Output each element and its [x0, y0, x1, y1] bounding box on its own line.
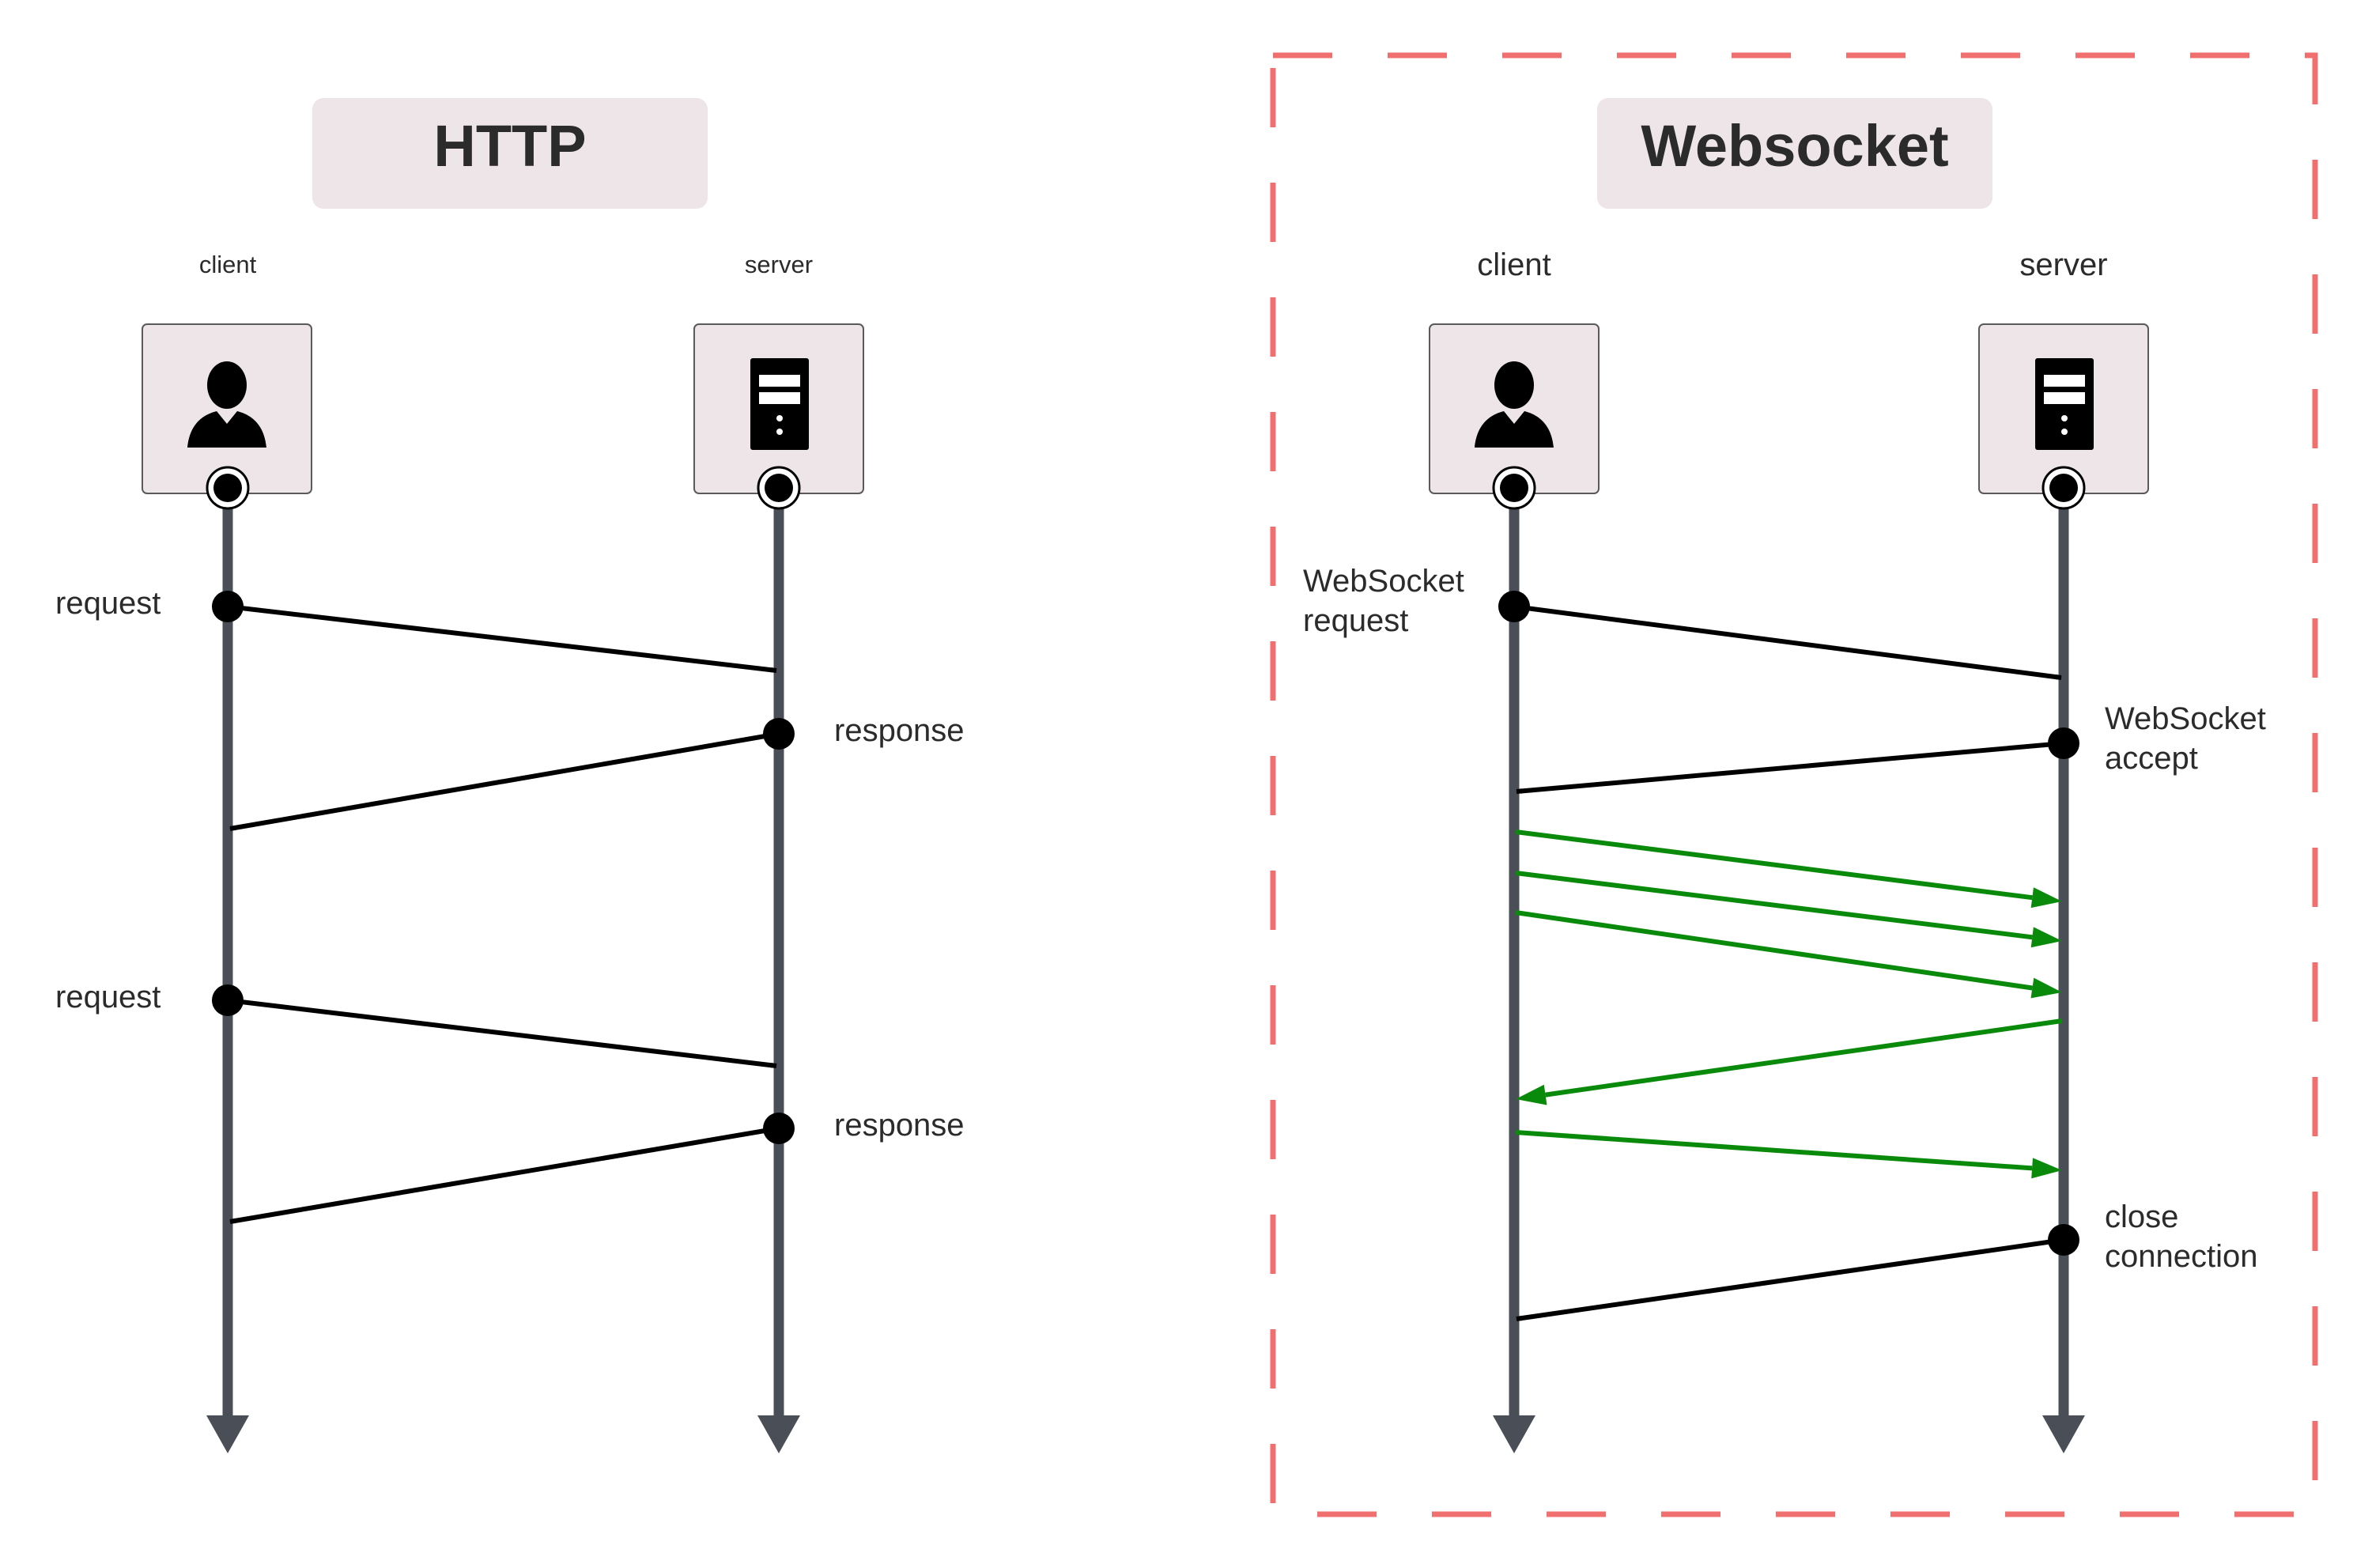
http-response-2-arrow: [229, 1113, 795, 1224]
ws-data-arrow-1: [1515, 829, 2062, 909]
ws-server-lifeline: [2042, 466, 2086, 1453]
server-icon: [2035, 358, 2094, 450]
http-request-1-arrow: [212, 591, 777, 673]
http-title: HTTP: [433, 113, 586, 179]
http-client-actor: [142, 323, 312, 494]
ws-accept-arrow: [1516, 727, 2079, 794]
ws-data-exchange: [1515, 829, 2063, 1179]
ws-close-label: close connection: [2105, 1200, 2257, 1274]
ws-data-arrow-4: [1516, 1018, 2063, 1105]
http-client-label: client: [199, 251, 257, 278]
ws-request-label-line-2: request: [1303, 603, 1408, 638]
http-title-box: [312, 98, 708, 209]
http-request-1-label: request: [55, 586, 161, 621]
ws-client-actor: [1429, 323, 1600, 494]
http-server-lifeline: [757, 466, 801, 1453]
http-request-2-arrow: [212, 984, 777, 1068]
ws-data-arrow-3: [1515, 910, 2062, 999]
http-server-label: server: [745, 251, 813, 278]
ws-client-label: client: [1477, 247, 1550, 282]
ws-server-label: server: [2019, 247, 2107, 282]
http-request-2-label: request: [55, 980, 161, 1014]
ws-request-label-line-1: WebSocket: [1303, 564, 1464, 599]
ws-close-label-line-2: connection: [2105, 1239, 2257, 1274]
http-panel: HTTP client server: [55, 98, 965, 1453]
websocket-panel: Websocket client server: [1270, 52, 2318, 1517]
ws-close-arrow: [1516, 1224, 2079, 1321]
ws-data-arrow-5: [1515, 1130, 2062, 1179]
http-response-1-arrow: [229, 718, 795, 831]
ws-close-label-line-1: close: [2105, 1200, 2178, 1234]
ws-request-arrow: [1498, 591, 2062, 680]
http-client-lifeline: [206, 466, 250, 1453]
websocket-frame: [1270, 52, 2318, 1517]
ws-accept-label: WebSocket accept: [2105, 701, 2275, 776]
ws-accept-label-line-1: WebSocket: [2105, 701, 2266, 736]
http-response-1-label: response: [834, 713, 965, 748]
ws-data-arrow-2: [1515, 871, 2062, 948]
http-response-2-label: response: [834, 1108, 965, 1143]
person-icon: [1475, 361, 1554, 448]
person-icon: [187, 361, 266, 448]
http-server-actor: [693, 323, 864, 494]
websocket-title: Websocket: [1641, 113, 1948, 179]
ws-client-lifeline: [1492, 466, 1536, 1453]
ws-request-label: WebSocket request: [1303, 564, 1473, 638]
websocket-title-box: [1597, 98, 1992, 209]
ws-accept-label-line-2: accept: [2105, 741, 2198, 776]
server-icon: [750, 358, 809, 450]
